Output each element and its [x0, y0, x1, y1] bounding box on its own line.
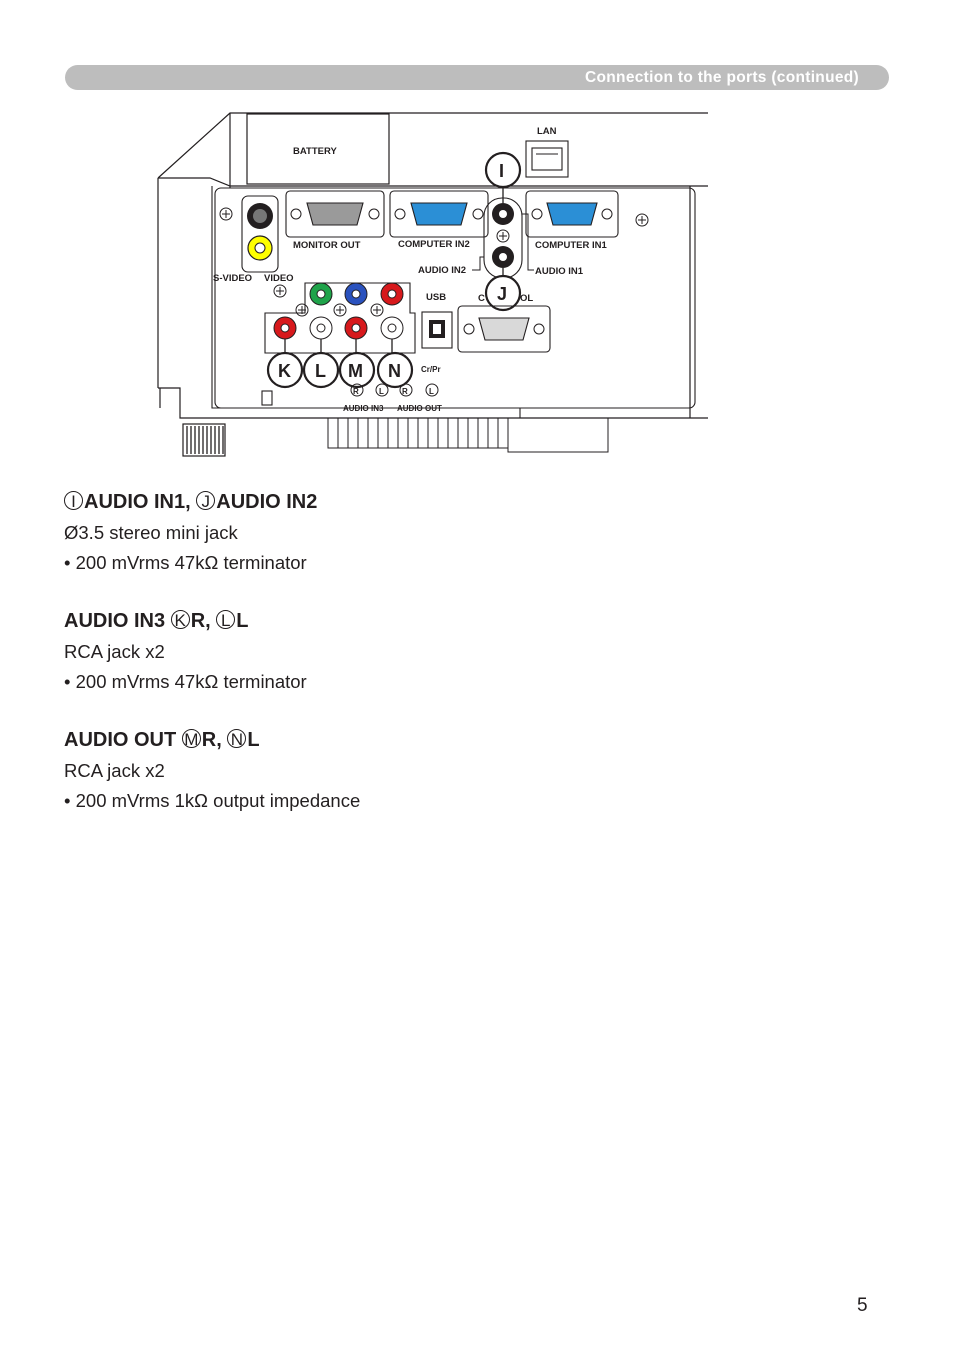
callout-l	[302, 351, 340, 389]
title-part: R,	[190, 610, 217, 632]
header-bar: Connection to the ports (continued)	[65, 65, 889, 90]
marker-k: K	[170, 610, 190, 630]
spec-line: RCA jack x2	[64, 641, 165, 662]
computer-in1-port	[525, 190, 619, 238]
marker-i: I	[64, 491, 83, 511]
title-part: AUDIO IN1,	[84, 491, 197, 513]
rl-label-r2: R	[402, 387, 408, 396]
title-part: AUDIO OUT	[64, 729, 182, 751]
control-label-right: OL	[520, 293, 533, 304]
component-jacks	[309, 282, 404, 306]
control-port	[457, 305, 551, 353]
usb-label: USB	[426, 292, 446, 303]
s-video-label: S-VIDEO	[213, 273, 252, 284]
rl-label-l2: L	[429, 387, 434, 396]
monitor-out-label: MONITOR OUT	[293, 240, 361, 251]
lan-label: LAN	[537, 126, 557, 137]
title-part: L	[247, 729, 260, 751]
video-label: VIDEO	[264, 273, 294, 284]
callout-l-label: L	[315, 361, 326, 381]
marker-j: J	[196, 491, 216, 511]
s-video-port	[241, 195, 279, 273]
lan-port	[525, 140, 569, 178]
page-number: 5	[857, 1295, 868, 1316]
callout-k	[266, 351, 304, 389]
adjuster-foot	[182, 423, 226, 457]
callout-m	[338, 351, 376, 389]
callout-i-label: I	[499, 161, 504, 181]
callout-j	[484, 274, 522, 312]
title-part: AUDIO IN2	[216, 491, 318, 513]
lock-icon	[261, 390, 273, 406]
cr-pr-label: Cr/Pr	[421, 365, 441, 374]
title-part: AUDIO IN3	[64, 610, 171, 632]
spec-line: Ø3.5 stereo mini jack	[64, 522, 238, 543]
rl-label-circles	[350, 383, 439, 397]
component-rca-panel	[264, 282, 416, 354]
usb-port	[421, 311, 453, 349]
marker-l: L	[216, 610, 236, 630]
rl-label-l1: L	[379, 387, 384, 396]
callout-m-label: M	[348, 361, 363, 381]
battery-cover	[246, 113, 390, 185]
audio-out-label: AUDIO OUT	[397, 404, 442, 413]
header-title: Connection to the ports (continued)	[585, 69, 859, 86]
spec-line: • 200 mVrms 1kΩ output impedance	[64, 790, 361, 811]
callout-k-label: K	[278, 361, 291, 381]
callout-i	[484, 151, 522, 189]
marker-m: M	[181, 729, 201, 749]
title-part: R,	[201, 729, 228, 751]
control-label-left: C	[478, 293, 485, 304]
audio-in2-label: AUDIO IN2	[418, 265, 466, 276]
monitor-out-port	[285, 190, 385, 238]
screw-icons	[219, 207, 649, 317]
computer-in2-label: COMPUTER IN2	[398, 239, 470, 250]
projector-ports-diagram: BATTERY S-VIDEO VIDEO MONITOR OU	[150, 108, 710, 463]
rl-label-r1: R	[353, 387, 359, 396]
audio-in3-label: AUDIO IN3	[343, 404, 384, 413]
callout-j-label: J	[497, 284, 507, 304]
projector-body	[157, 112, 708, 419]
callout-n	[376, 351, 414, 389]
battery-label: BATTERY	[293, 146, 337, 157]
callout-n-label: N	[388, 361, 401, 381]
computer-in2-port	[389, 190, 489, 238]
spec-line: • 200 mVrms 47kΩ terminator	[64, 671, 307, 692]
bottom-vents	[327, 417, 609, 453]
computer-in1-label: COMPUTER IN1	[535, 240, 608, 251]
title-part: L	[236, 610, 249, 632]
spec-line: RCA jack x2	[64, 760, 165, 781]
marker-n: N	[227, 729, 247, 749]
audio-in1-label: AUDIO IN1	[535, 266, 584, 277]
spec-line: • 200 mVrms 47kΩ terminator	[64, 552, 307, 573]
video-port	[247, 235, 273, 261]
audio-rca-jacks	[273, 316, 404, 340]
